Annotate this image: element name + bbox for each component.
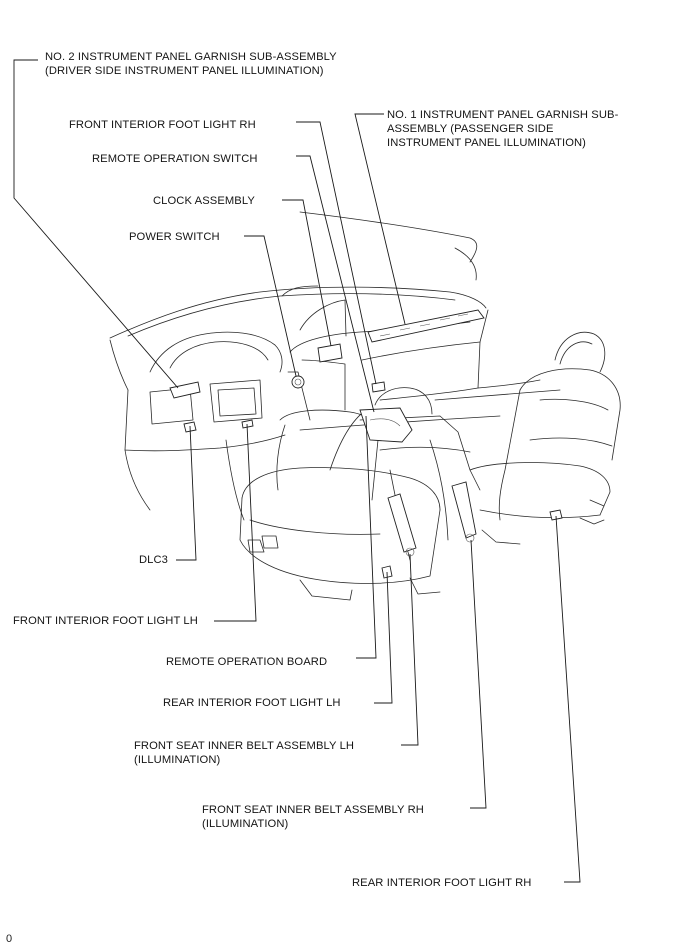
leader-lines xyxy=(13,59,581,883)
label-rear-foot-light-rh: REAR INTERIOR FOOT LIGHT RH xyxy=(352,877,532,889)
label-dlc3: DLC3 xyxy=(139,554,169,566)
label-remote-operation-board: REMOTE OPERATION BOARD xyxy=(166,656,328,668)
label-no1-garnish-line1: NO. 1 INSTRUMENT PANEL GARNISH SUB- xyxy=(387,109,619,121)
label-no2-garnish: NO. 2 INSTRUMENT PANEL GARNISH SUB-ASSEM… xyxy=(45,50,337,78)
leader-belt-rh xyxy=(470,539,487,809)
leader-foot-light-rh xyxy=(296,121,377,385)
label-no2-garnish-line2: (DRIVER SIDE INSTRUMENT PANEL ILLUMINATI… xyxy=(45,65,324,77)
label-front-belt-rh-line1: FRONT SEAT INNER BELT ASSEMBLY RH xyxy=(202,804,424,816)
passenger-seat xyxy=(469,332,621,545)
power-switch-part xyxy=(291,375,305,389)
belt-rh-part xyxy=(451,481,477,539)
label-no1-garnish-line2: ASSEMBLY (PASSENGER SIDE xyxy=(387,123,554,135)
leader-clock xyxy=(282,199,332,347)
foot-light-rh-part xyxy=(371,381,386,393)
leader-rear-foot-light-lh xyxy=(374,571,393,704)
leader-dlc3 xyxy=(176,425,197,561)
dashboard-outline xyxy=(109,211,561,521)
belt-lh-part xyxy=(387,493,417,553)
label-no1-garnish: NO. 1 INSTRUMENT PANEL GARNISH SUB- ASSE… xyxy=(387,108,618,150)
label-power-switch: POWER SWITCH xyxy=(129,231,220,243)
remote-switch-part xyxy=(359,407,413,443)
driver-garnish-part xyxy=(169,381,201,399)
driver-seat xyxy=(239,409,441,601)
foot-light-lh-part xyxy=(241,419,254,429)
leader-remote-board xyxy=(356,415,377,659)
rear-foot-light-rh-part xyxy=(549,509,563,521)
leader-belt-lh xyxy=(401,553,419,746)
label-no2-garnish-line1: NO. 2 INSTRUMENT PANEL GARNISH SUB-ASSEM… xyxy=(45,51,337,63)
label-remote-operation-switch: REMOTE OPERATION SWITCH xyxy=(92,153,258,165)
leader-foot-light-lh xyxy=(214,423,257,622)
label-no1-garnish-line3: INSTRUMENT PANEL ILLUMINATION) xyxy=(387,137,587,149)
leader-no2-garnish xyxy=(13,59,179,389)
leader-rear-foot-light-rh xyxy=(555,515,581,883)
label-front-foot-light-lh: FRONT INTERIOR FOOT LIGHT LH xyxy=(13,615,198,627)
label-front-belt-lh-line1: FRONT SEAT INNER BELT ASSEMBLY LH xyxy=(134,740,355,752)
leader-power-switch xyxy=(244,235,297,377)
leader-remote-switch xyxy=(296,155,375,413)
label-front-foot-light-rh: FRONT INTERIOR FOOT LIGHT RH xyxy=(69,119,256,131)
label-front-belt-rh-line2: (ILLUMINATION) xyxy=(202,818,289,830)
label-front-belt-rh: FRONT SEAT INNER BELT ASSEMBLY RH (ILLUM… xyxy=(202,803,424,831)
passenger-garnish-part xyxy=(367,309,485,343)
label-front-belt-lh: FRONT SEAT INNER BELT ASSEMBLY LH (ILLUM… xyxy=(134,739,354,767)
leader-no1-garnish xyxy=(354,113,406,325)
clock-part xyxy=(317,343,343,363)
parts xyxy=(169,309,563,579)
label-clock-assembly: CLOCK ASSEMBLY xyxy=(153,195,255,207)
label-front-belt-lh-line2: (ILLUMINATION) xyxy=(134,754,221,766)
label-rear-foot-light-lh: REAR INTERIOR FOOT LIGHT LH xyxy=(163,697,341,709)
figure-id: 0 xyxy=(6,933,13,945)
